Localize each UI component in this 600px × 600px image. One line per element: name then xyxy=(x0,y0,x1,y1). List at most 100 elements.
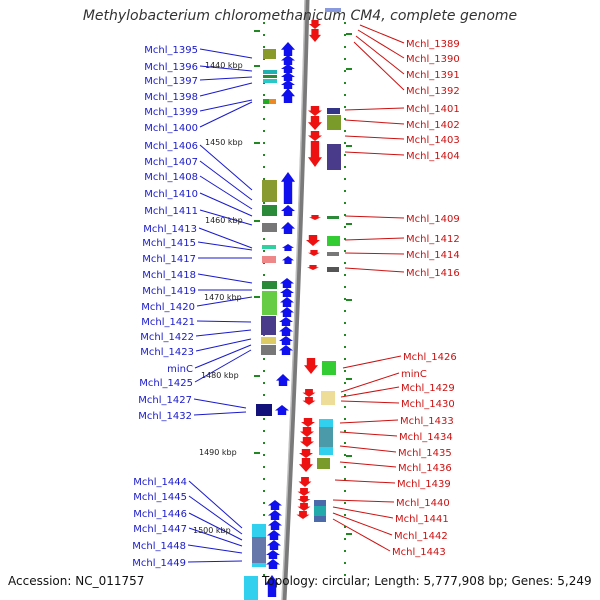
left-leader-line xyxy=(193,411,247,416)
scale-dot xyxy=(344,322,346,324)
plus-strand-arrow xyxy=(265,575,279,597)
scale-tick xyxy=(254,452,260,454)
left-leader-line xyxy=(194,344,252,369)
scale-dot xyxy=(344,82,346,84)
minus-strand-arrow xyxy=(308,141,322,167)
scale-dot xyxy=(344,430,346,432)
left-leader-line xyxy=(188,512,243,541)
gene-block xyxy=(269,99,276,104)
left-leader-line xyxy=(199,99,253,112)
gene-block xyxy=(327,108,340,114)
genome-backbone xyxy=(281,0,310,600)
minus-strand-arrow xyxy=(296,511,310,519)
left-gene-label: Mchl_1448 xyxy=(132,541,186,552)
right-gene-label: Mchl_1412 xyxy=(406,234,460,245)
right-leader-line xyxy=(344,215,405,219)
plus-strand-arrow xyxy=(266,559,280,569)
minus-strand-arrow xyxy=(304,358,318,374)
left-leader-line xyxy=(194,349,252,383)
right-gene-label: Mchl_1404 xyxy=(406,151,460,162)
scale-dot xyxy=(344,250,346,252)
scale-dot xyxy=(263,514,265,516)
scale-label: 1460 kbp xyxy=(205,216,243,225)
right-gene-label: Mchl_1403 xyxy=(406,135,460,146)
scale-label: 1450 kbp xyxy=(205,138,243,147)
right-gene-label: Mchl_1426 xyxy=(403,352,457,363)
gene-block xyxy=(317,458,330,469)
scale-dot xyxy=(344,490,346,492)
left-leader-line xyxy=(199,192,253,217)
left-leader-line xyxy=(199,76,253,81)
left-leader-line xyxy=(195,338,252,352)
plus-strand-arrow xyxy=(281,72,295,81)
plus-strand-arrow xyxy=(281,205,295,216)
scale-label: 1500 kbp xyxy=(193,526,231,535)
scale-dot xyxy=(263,118,265,120)
right-leader-line xyxy=(359,24,405,44)
minus-strand-arrow xyxy=(308,131,322,141)
plus-strand-arrow xyxy=(280,278,294,288)
gene-block xyxy=(261,345,276,355)
left-gene-label: Mchl_1449 xyxy=(132,558,186,569)
right-gene-label: Mchl_1441 xyxy=(395,514,449,525)
minus-strand-arrow xyxy=(299,449,313,458)
gene-block xyxy=(263,99,269,104)
scale-dot xyxy=(263,94,265,96)
left-gene-label: Mchl_1398 xyxy=(144,92,198,103)
gene-block xyxy=(327,236,340,246)
right-leader-line xyxy=(332,499,395,503)
scale-tick xyxy=(254,296,260,298)
left-gene-label: Mchl_1420 xyxy=(141,302,195,313)
left-leader-line xyxy=(199,209,253,226)
scale-dot xyxy=(263,166,265,168)
plus-strand-arrow xyxy=(266,550,280,559)
gene-block xyxy=(262,180,277,202)
plus-strand-arrow xyxy=(276,374,290,386)
scale-dot xyxy=(344,550,346,552)
left-gene-label: Mchl_1447 xyxy=(133,524,187,535)
plus-strand-arrow xyxy=(281,80,295,89)
minus-strand-arrow xyxy=(297,503,311,511)
left-leader-line xyxy=(199,101,253,128)
right-gene-label: Mchl_1442 xyxy=(394,531,448,542)
scale-dot xyxy=(344,310,346,312)
scale-dot xyxy=(344,382,346,384)
gene-block xyxy=(263,70,277,74)
scale-dot xyxy=(344,190,346,192)
scale-dot xyxy=(344,418,346,420)
left-gene-label: Mchl_1418 xyxy=(142,270,196,281)
right-leader-line xyxy=(342,355,402,369)
scale-dot xyxy=(263,382,265,384)
scale-tick xyxy=(254,142,260,144)
left-leader-line xyxy=(187,560,243,563)
left-gene-label: minC xyxy=(167,364,193,375)
left-leader-line xyxy=(188,527,243,547)
left-leader-line xyxy=(188,480,243,529)
left-gene-label: Mchl_1413 xyxy=(143,224,197,235)
scale-dot xyxy=(263,250,265,252)
scale-dot xyxy=(263,274,265,276)
left-gene-label: Mchl_1400 xyxy=(144,123,198,134)
minus-strand-arrow xyxy=(302,397,316,405)
right-gene-label: Mchl_1430 xyxy=(401,399,455,410)
gene-block xyxy=(325,8,341,12)
left-gene-label: Mchl_1421 xyxy=(141,317,195,328)
gene-block xyxy=(319,427,333,447)
right-gene-label: Mchl_1440 xyxy=(396,498,450,509)
right-gene-label: Mchl_1443 xyxy=(392,547,446,558)
scale-dot xyxy=(344,526,346,528)
gene-block xyxy=(262,291,277,315)
scale-dot xyxy=(344,154,346,156)
gene-block xyxy=(327,144,341,170)
scale-tick xyxy=(346,223,352,225)
scale-dot xyxy=(263,502,265,504)
scale-tick xyxy=(254,375,260,377)
right-gene-label: Mchl_1402 xyxy=(406,120,460,131)
plus-strand-arrow xyxy=(275,405,289,415)
scale-dot xyxy=(263,370,265,372)
scale-dot xyxy=(344,70,346,72)
scale-dot xyxy=(344,94,346,96)
minus-strand-arrow xyxy=(308,250,320,256)
plus-strand-arrow xyxy=(268,500,282,510)
minus-strand-arrow xyxy=(302,389,316,397)
